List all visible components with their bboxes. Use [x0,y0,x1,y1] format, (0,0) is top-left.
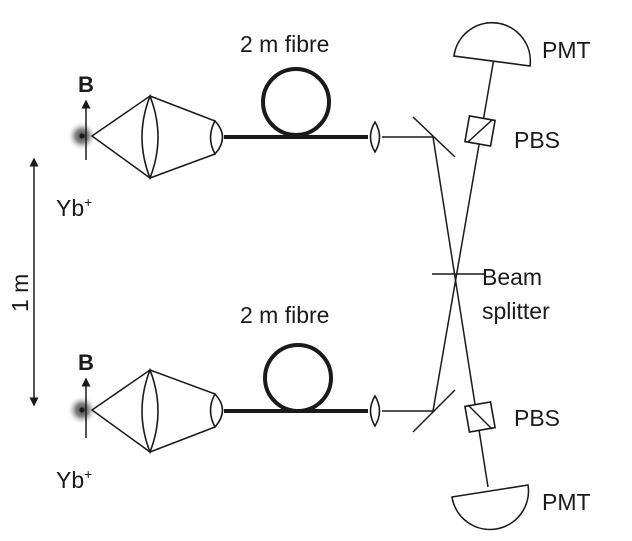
collection-beam-lower [149,153,216,179]
bottom-fibre: 2 m fibre [224,302,456,433]
lens-icon [209,392,224,429]
pmt-label-bottom: PMT [542,489,591,515]
ion-core [79,407,85,413]
pmt-bottom: PMT [451,484,591,531]
lens-icon [141,367,159,455]
top-collection-optics [90,93,224,181]
fibre-label-bottom: 2 m fibre [240,302,329,328]
b-field-label-bottom: B [78,350,94,375]
ion-label-top: Yb+ [56,194,92,221]
bottom-collection-optics [90,367,224,455]
bottom-ion-group: B Yb+ [56,350,97,493]
crossing-beams: Beam splitter [432,57,550,488]
distance-label: 1 m [7,274,33,312]
collection-beam-upper [149,95,216,122]
ion-label-bottom: Yb+ [56,466,92,493]
pbs-label-bottom: PBS [514,405,560,431]
beam-splitter-label-line2: splitter [482,298,550,324]
pbs-label-top: PBS [514,127,560,153]
beam-splitter-label-line1: Beam [482,264,542,290]
collection-beam-upper [149,369,216,395]
pmt-top: PMT [453,21,591,67]
pmt-label-top: PMT [542,37,591,63]
lens-icon [369,394,381,428]
b-field-label-top: B [78,72,94,97]
ion-core [79,133,85,139]
pmt-detector-icon [451,484,530,531]
top-fibre: 2 m fibre [224,31,456,158]
mirror-icon [412,116,456,158]
fibre-label-top: 2 m fibre [240,31,329,57]
lens-icon [141,93,159,181]
beam-top-to-bottom-pmt [432,136,489,488]
lens-icon [209,119,224,156]
distance-marker: 1 m [7,157,39,407]
top-ion-group: B Yb+ [56,72,97,221]
pbs-diagonal [467,119,493,143]
pbs-diagonal [467,404,493,430]
pbs-top: PBS [464,115,560,153]
pmt-detector-icon [453,21,532,67]
fibre-coil-icon [261,67,331,137]
collection-beam-lower [149,426,216,453]
pbs-bottom: PBS [464,401,560,433]
mirror-icon [412,389,456,433]
fibre-coil-icon [263,343,333,413]
lens-icon [369,120,381,154]
beam-bottom-to-top-pmt [432,57,495,412]
